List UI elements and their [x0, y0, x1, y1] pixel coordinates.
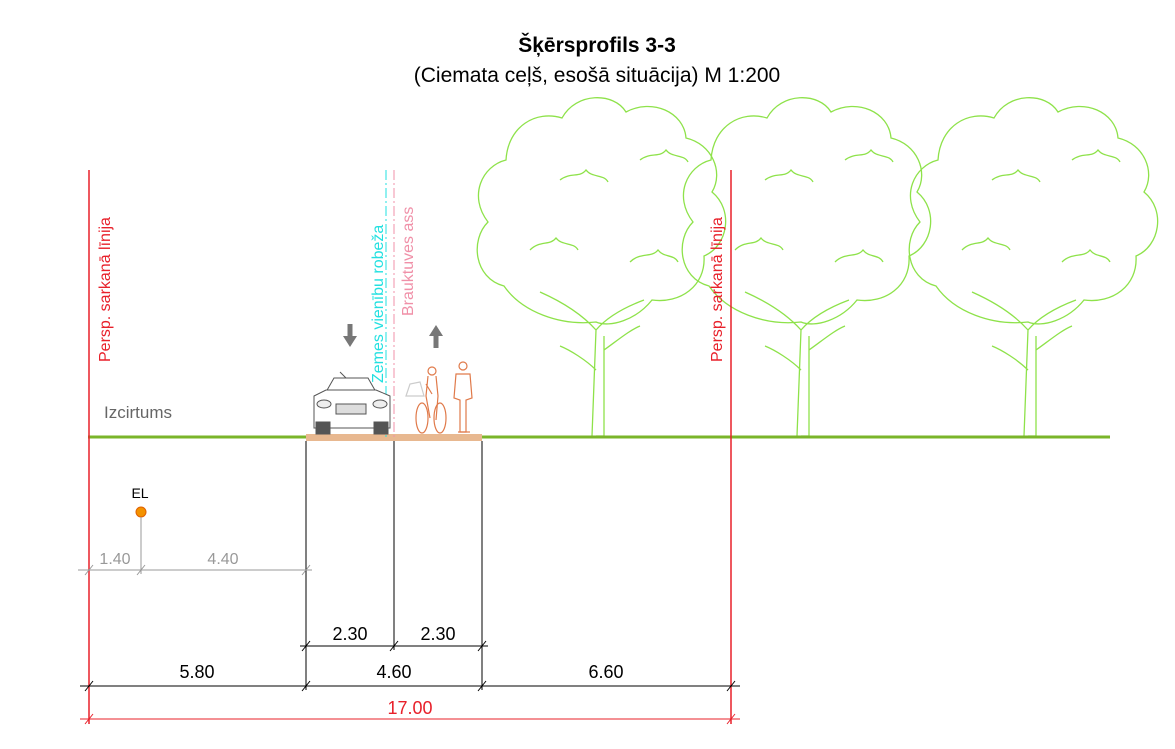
- total-dimension-row: [80, 713, 740, 725]
- red-line-right-label: Persp. sarkanā līnija: [709, 217, 726, 362]
- el-dimension-row: [78, 564, 312, 576]
- drawing-title: Šķērsprofils 3-3: [518, 33, 676, 57]
- zone-dimension-row: [80, 680, 740, 692]
- road-axis-label: Brauktuves ass: [400, 207, 417, 316]
- dim-lane-right: 2.30: [420, 624, 455, 644]
- dim-roadway: 4.60: [376, 662, 411, 682]
- dim-el-offset: 1.40: [99, 551, 130, 568]
- drawing-subtitle: (Ciemata ceļš, esošā situācija) M 1:200: [414, 64, 781, 87]
- tree-icon: [476, 97, 727, 437]
- road-edge-lines: [305, 441, 483, 690]
- road-surface: [306, 434, 482, 441]
- red-line-left-label: Persp. sarkanā līnija: [97, 217, 114, 362]
- car-icon: [313, 371, 391, 435]
- dim-right-zone: 6.60: [588, 662, 623, 682]
- trees: [476, 97, 1159, 437]
- el-label: EL: [131, 485, 148, 501]
- lane-dimension-row: [300, 640, 488, 652]
- dim-lane-left: 2.30: [332, 624, 367, 644]
- dim-total: 17.00: [387, 698, 432, 718]
- tree-icon: [681, 97, 932, 437]
- land-boundary-label: Zemes vienību robeža: [370, 225, 387, 383]
- cyclist-icon: [405, 366, 447, 434]
- pedestrian-icon: [453, 361, 473, 433]
- dim-left-zone: 5.80: [179, 662, 214, 682]
- arrow-down-icon: [343, 324, 357, 347]
- el-point-icon: [135, 506, 147, 518]
- tree-icon: [908, 97, 1159, 437]
- clearing-label: Izcirtums: [104, 403, 172, 422]
- dim-el-to-road: 4.40: [207, 551, 238, 568]
- arrow-up-icon: [429, 325, 443, 348]
